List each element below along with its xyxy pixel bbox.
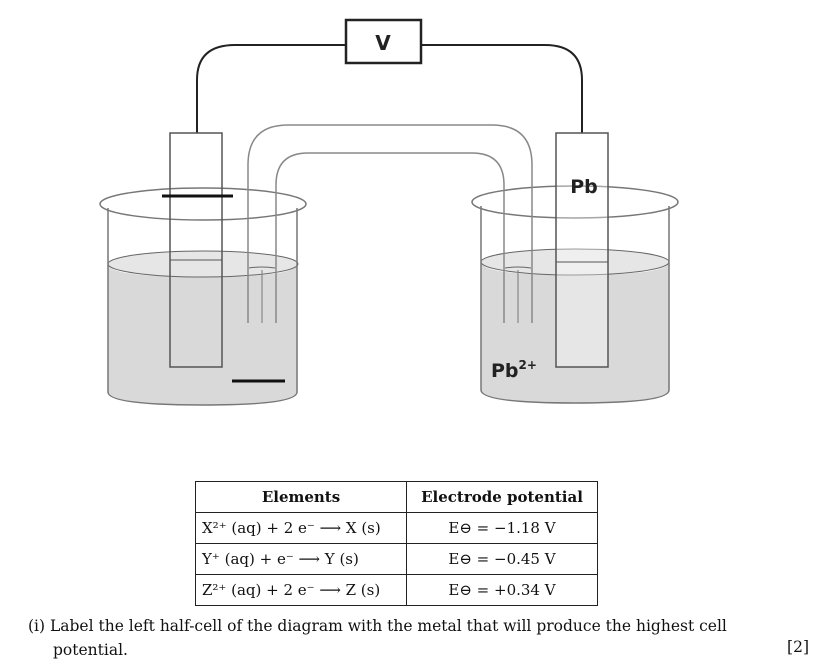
electrode-potential-table: Elements Electrode potential X²⁺ (aq) + … bbox=[195, 481, 598, 606]
reaction-cell: X²⁺ (aq) + 2 e⁻ ⟶ X (s) bbox=[195, 512, 407, 544]
question-line-1: (i) Label the left half-cell of the diag… bbox=[28, 617, 727, 635]
potential-cell: E⊖ = −1.18 V bbox=[406, 512, 598, 544]
right-solution-label: Pb2+ bbox=[491, 358, 537, 382]
reaction-cell: Y⁺ (aq) + e⁻ ⟶ Y (s) bbox=[195, 543, 407, 575]
voltmeter: V bbox=[344, 18, 423, 65]
table-row: X²⁺ (aq) + 2 e⁻ ⟶ X (s) E⊖ = −1.18 V bbox=[195, 512, 598, 544]
table-header-row: Elements Electrode potential bbox=[195, 481, 598, 513]
potential-cell: E⊖ = −0.45 V bbox=[406, 543, 598, 575]
table-row: Y⁺ (aq) + e⁻ ⟶ Y (s) E⊖ = −0.45 V bbox=[195, 543, 598, 575]
table-row: Z²⁺ (aq) + 2 e⁻ ⟶ Z (s) E⊖ = +0.34 V bbox=[195, 574, 598, 606]
right-wire bbox=[421, 44, 583, 133]
electrochemical-cell-diagram: V Pb Pb2+ bbox=[99, 18, 679, 406]
left-beaker-rim bbox=[99, 187, 307, 221]
question-text: (i) Label the left half-cell of the diag… bbox=[28, 614, 808, 662]
left-electrode bbox=[169, 132, 223, 368]
right-electrode: Pb bbox=[555, 132, 609, 368]
right-beaker-rim bbox=[471, 185, 679, 219]
left-solution-surface bbox=[107, 250, 299, 278]
voltmeter-label: V bbox=[375, 31, 391, 55]
header-elements: Elements bbox=[195, 481, 407, 513]
salt-bridge bbox=[247, 124, 533, 323]
left-solution bbox=[108, 264, 297, 405]
right-solution bbox=[481, 262, 669, 403]
header-electrode-potential: Electrode potential bbox=[406, 481, 598, 513]
potential-cell: E⊖ = +0.34 V bbox=[406, 574, 598, 606]
left-wire bbox=[196, 44, 346, 133]
question-line-2: potential. bbox=[53, 641, 128, 659]
right-solution-charge: 2+ bbox=[519, 358, 537, 372]
reaction-cell: Z²⁺ (aq) + 2 e⁻ ⟶ Z (s) bbox=[195, 574, 407, 606]
left-beaker bbox=[99, 187, 307, 406]
marks-label: [2] bbox=[787, 638, 809, 656]
right-electrode-label: Pb bbox=[570, 176, 598, 198]
